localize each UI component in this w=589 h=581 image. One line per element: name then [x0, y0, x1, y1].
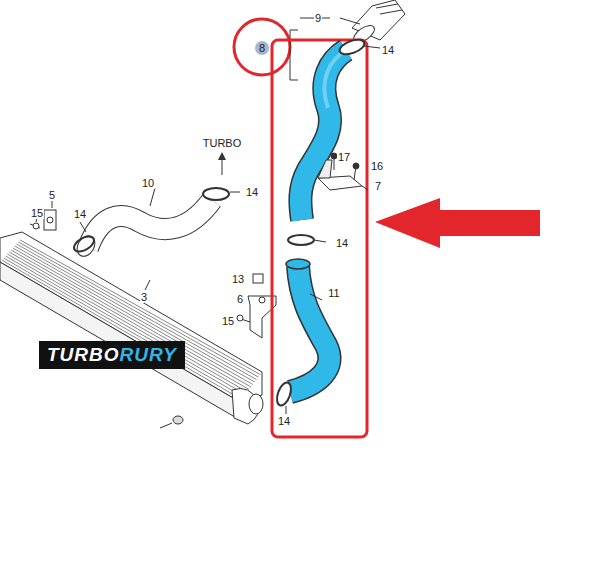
direction-label: TURBO — [202, 137, 243, 149]
callout-number: 9 — [314, 12, 322, 24]
watermark-text: RURY — [120, 344, 178, 365]
hose-11 — [274, 259, 329, 414]
callout-number: 3 — [140, 291, 148, 303]
watermark-text: TURBO — [47, 344, 120, 365]
callout-number: 13 — [231, 273, 245, 285]
callout-number: 15 — [221, 315, 235, 327]
intercooler — [0, 232, 263, 428]
callout-number: 8 — [259, 42, 265, 54]
bracket-5 — [30, 200, 56, 230]
callout-number: 14 — [277, 415, 291, 427]
callout-number: 14 — [73, 208, 87, 220]
callout-number: 6 — [236, 293, 244, 305]
callout-number: 5 — [48, 189, 56, 201]
callout-number: 10 — [141, 177, 155, 189]
pointer-arrow — [375, 198, 540, 248]
callout-circle: 8 — [259, 42, 265, 54]
hose-10 — [71, 152, 229, 260]
watermark-band: TURBORURY — [39, 341, 185, 369]
callout-number: 15 — [30, 207, 44, 219]
callout-number: 14 — [381, 44, 395, 56]
callout-number: 11 — [327, 287, 340, 299]
callout-number: 7 — [374, 180, 382, 192]
hose-upper — [300, 37, 366, 220]
callout-number: 14 — [335, 237, 349, 249]
callout-number: 14 — [245, 186, 259, 198]
callout-number: 16 — [370, 160, 384, 172]
callout-number: 17 — [337, 151, 351, 163]
highlight-frame — [272, 40, 367, 437]
